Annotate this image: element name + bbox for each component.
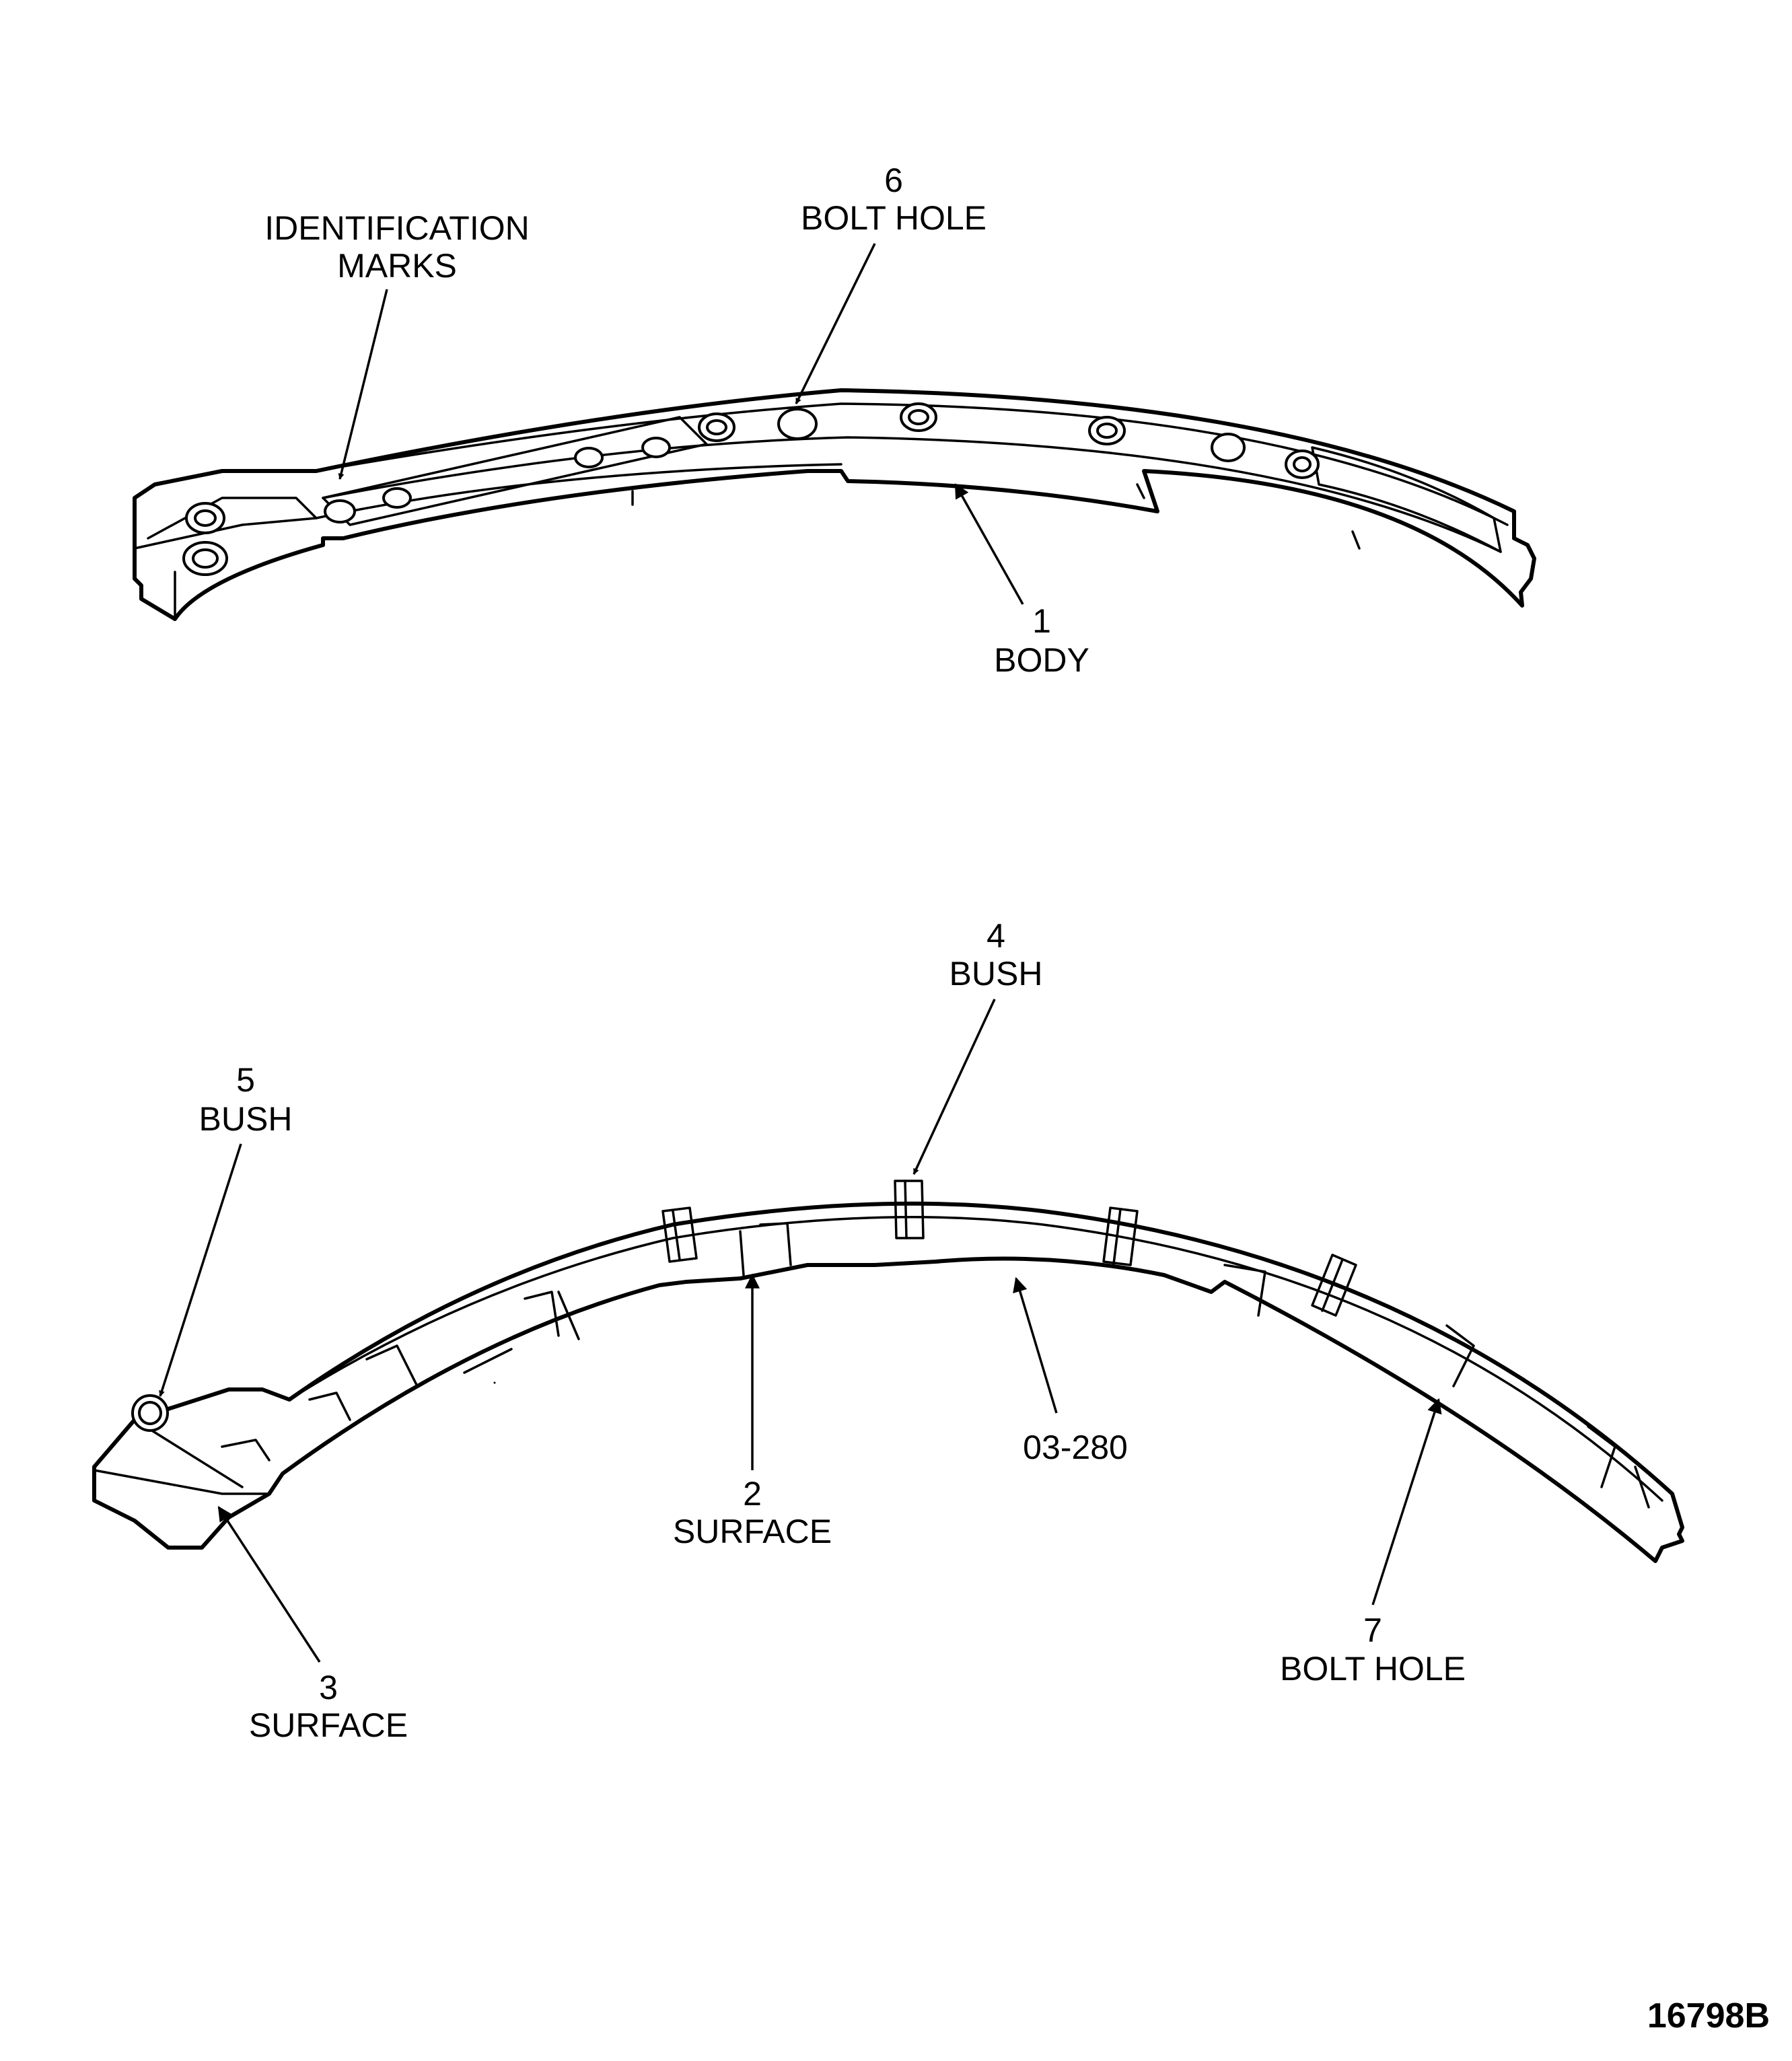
surface-3-number: 3: [319, 1669, 338, 1706]
label-part-number: 03-280: [1013, 1276, 1128, 1466]
label-bush-5: 5 BUSH: [159, 1061, 293, 1397]
label-identification-marks: IDENTIFICATION MARKS: [264, 209, 530, 480]
body-1-text: BODY: [994, 641, 1089, 679]
identification-marks-line2: MARKS: [337, 247, 457, 285]
label-surface-3: 3 SURFACE: [217, 1506, 408, 1744]
bush-5-text: BUSH: [199, 1100, 293, 1138]
body-part-drawing: [133, 388, 1536, 621]
part-number-text: 03-280: [1023, 1429, 1128, 1466]
label-bush-4: 4 BUSH: [912, 917, 1043, 1175]
bush-4-number: 4: [987, 917, 1005, 955]
label-body-1: 1 BODY: [954, 483, 1089, 679]
bolt-hole-6-text: BOLT HOLE: [801, 199, 987, 237]
surface-2-text: SURFACE: [673, 1513, 832, 1550]
label-bolt-hole-7: 7 BOLT HOLE: [1280, 1398, 1466, 1688]
surface-2-number: 2: [743, 1475, 762, 1513]
bush-5-number: 5: [236, 1061, 255, 1099]
bolt-hole-7-number: 7: [1363, 1612, 1382, 1649]
bolt-hole-6-number: 6: [884, 161, 903, 199]
identification-marks-line1: IDENTIFICATION: [264, 209, 530, 247]
bolt-hole-7-text: BOLT HOLE: [1280, 1650, 1466, 1688]
segment-part-drawing: [92, 1180, 1684, 1563]
label-bolt-hole-6: 6 BOLT HOLE: [795, 161, 987, 404]
bush-4-text: BUSH: [949, 955, 1043, 992]
label-surface-2: 2 SURFACE: [673, 1273, 832, 1550]
body-1-number: 1: [1032, 602, 1051, 640]
figure-number: 16798B: [1647, 1996, 1770, 2035]
surface-3-text: SURFACE: [249, 1706, 408, 1744]
